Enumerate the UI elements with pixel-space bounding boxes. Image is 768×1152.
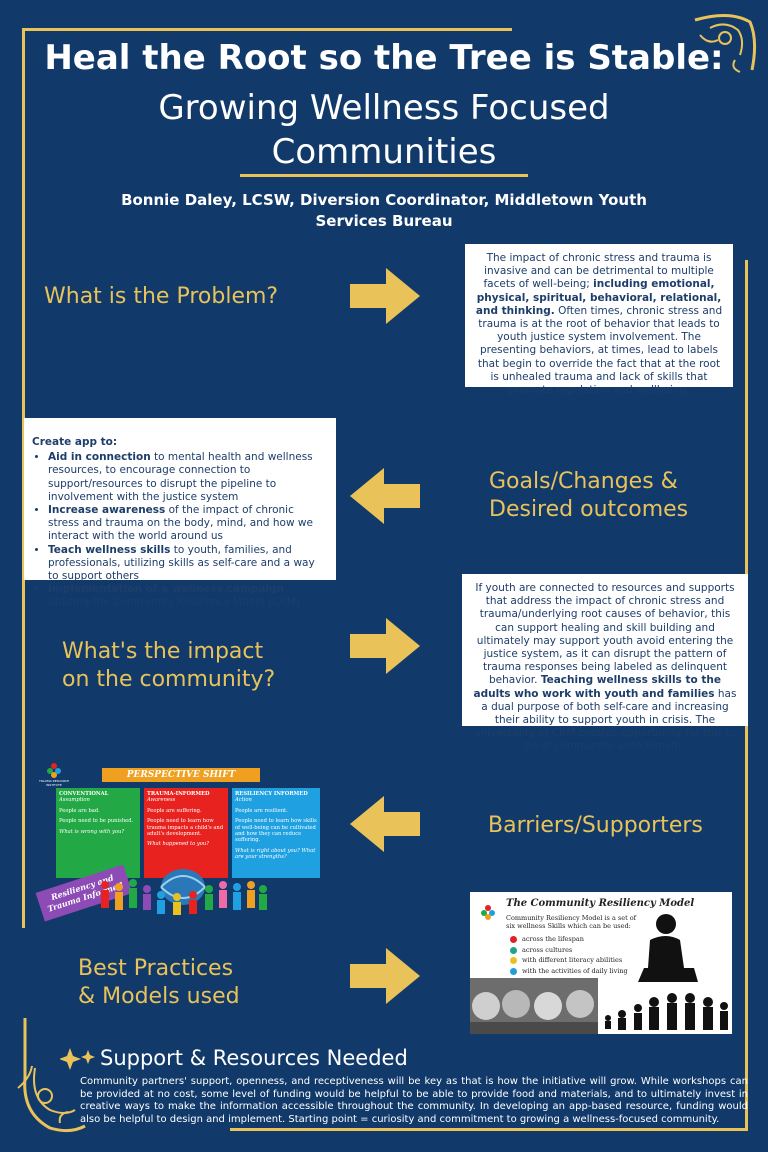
problem-box: The impact of chronic stress and trauma … [465,244,733,396]
perspective-shift-graphic: TRAUMA RESOURCE INSTITUTE PERSPECTIVE SH… [32,760,320,910]
goals-heading-line2: Desired outcomes [489,497,689,522]
faces-photo-icon [470,978,598,1034]
list-item: Increase awareness of the impact of chro… [48,504,328,544]
support-heading: Support & Resources Needed [100,1046,408,1070]
crm-graphic: The Community Resiliency Model Community… [470,892,732,1034]
problem-heading: What is the Problem? [44,284,279,309]
goals-box: Create app to: Aid in connection to ment… [24,418,336,608]
crm-logo-icon [481,905,495,920]
arrow-left-icon [350,796,420,852]
crm-list: across the lifespan across cultures with… [510,934,628,976]
arrow-right-icon [350,268,420,324]
list-item: Teach wellness skills to youth, families… [48,544,328,584]
community-people-icon [101,869,267,915]
goals-list: Aid in connection to mental health and w… [32,451,328,609]
goals-heading-line1: Goals/Changes & [489,469,678,494]
best-practices-heading-line1: Best Practices [78,956,234,981]
title-divider [240,174,528,177]
trauma-informed-column: TRAUMA-INFORMED Awareness People are suf… [144,788,228,878]
arrow-left-icon [350,468,420,524]
frame-left-line [22,28,25,928]
perspective-shift-title: PERSPECTIVE SHIFT [102,768,260,782]
trauma-resource-logo-icon [47,763,61,778]
poster-title: Heal the Root so the Tree is Stable: [44,38,724,78]
frame-bottom-line [230,1128,748,1131]
poster-authors: Bonnie Daley, LCSW, Diversion Coordinato… [121,191,647,230]
lifespan-silhouette-icon [605,914,728,1030]
list-item: across the lifespan [510,934,628,945]
list-item: Aid in connection to mental health and w… [48,451,328,504]
poster-subtitle: Growing Wellness Focused Communities [158,88,610,172]
sparkle-icon [60,1048,95,1070]
impact-heading-line1: What's the impact [62,639,264,664]
arrow-right-icon [350,618,420,674]
conventional-column: CONVENTIONAL Assumption People are bad. … [56,788,140,878]
crm-title: The Community Resiliency Model [506,898,695,909]
impact-box: If youth are connected to resources and … [462,574,748,752]
arrow-right-icon [350,948,420,1004]
trauma-resource-logo-text: TRAUMA RESOURCE INSTITUTE [38,779,69,787]
impact-heading-line2: on the community? [62,667,276,692]
crm-description: Community Resiliency Model is a set of s… [506,914,637,930]
ornament-bottom-left-icon [17,1018,86,1133]
barriers-heading: Barriers/Supporters [488,813,703,838]
list-item: with different literacy abilities [510,955,628,966]
best-practices-heading-line2: & Models used [78,984,240,1009]
support-text: Community partners' support, openness, a… [80,1076,748,1125]
list-item: Implementation of a wellness campaign ut… [48,583,328,609]
list-item: across cultures [510,945,628,956]
frame-top-line [22,28,512,31]
resiliency-informed-column: RESILIENCY INFORMED Action People are re… [232,788,320,878]
list-item: with the activities of daily living [510,966,628,977]
goals-intro: Create app to: [32,436,118,448]
ornament-top-right-icon [694,14,757,73]
